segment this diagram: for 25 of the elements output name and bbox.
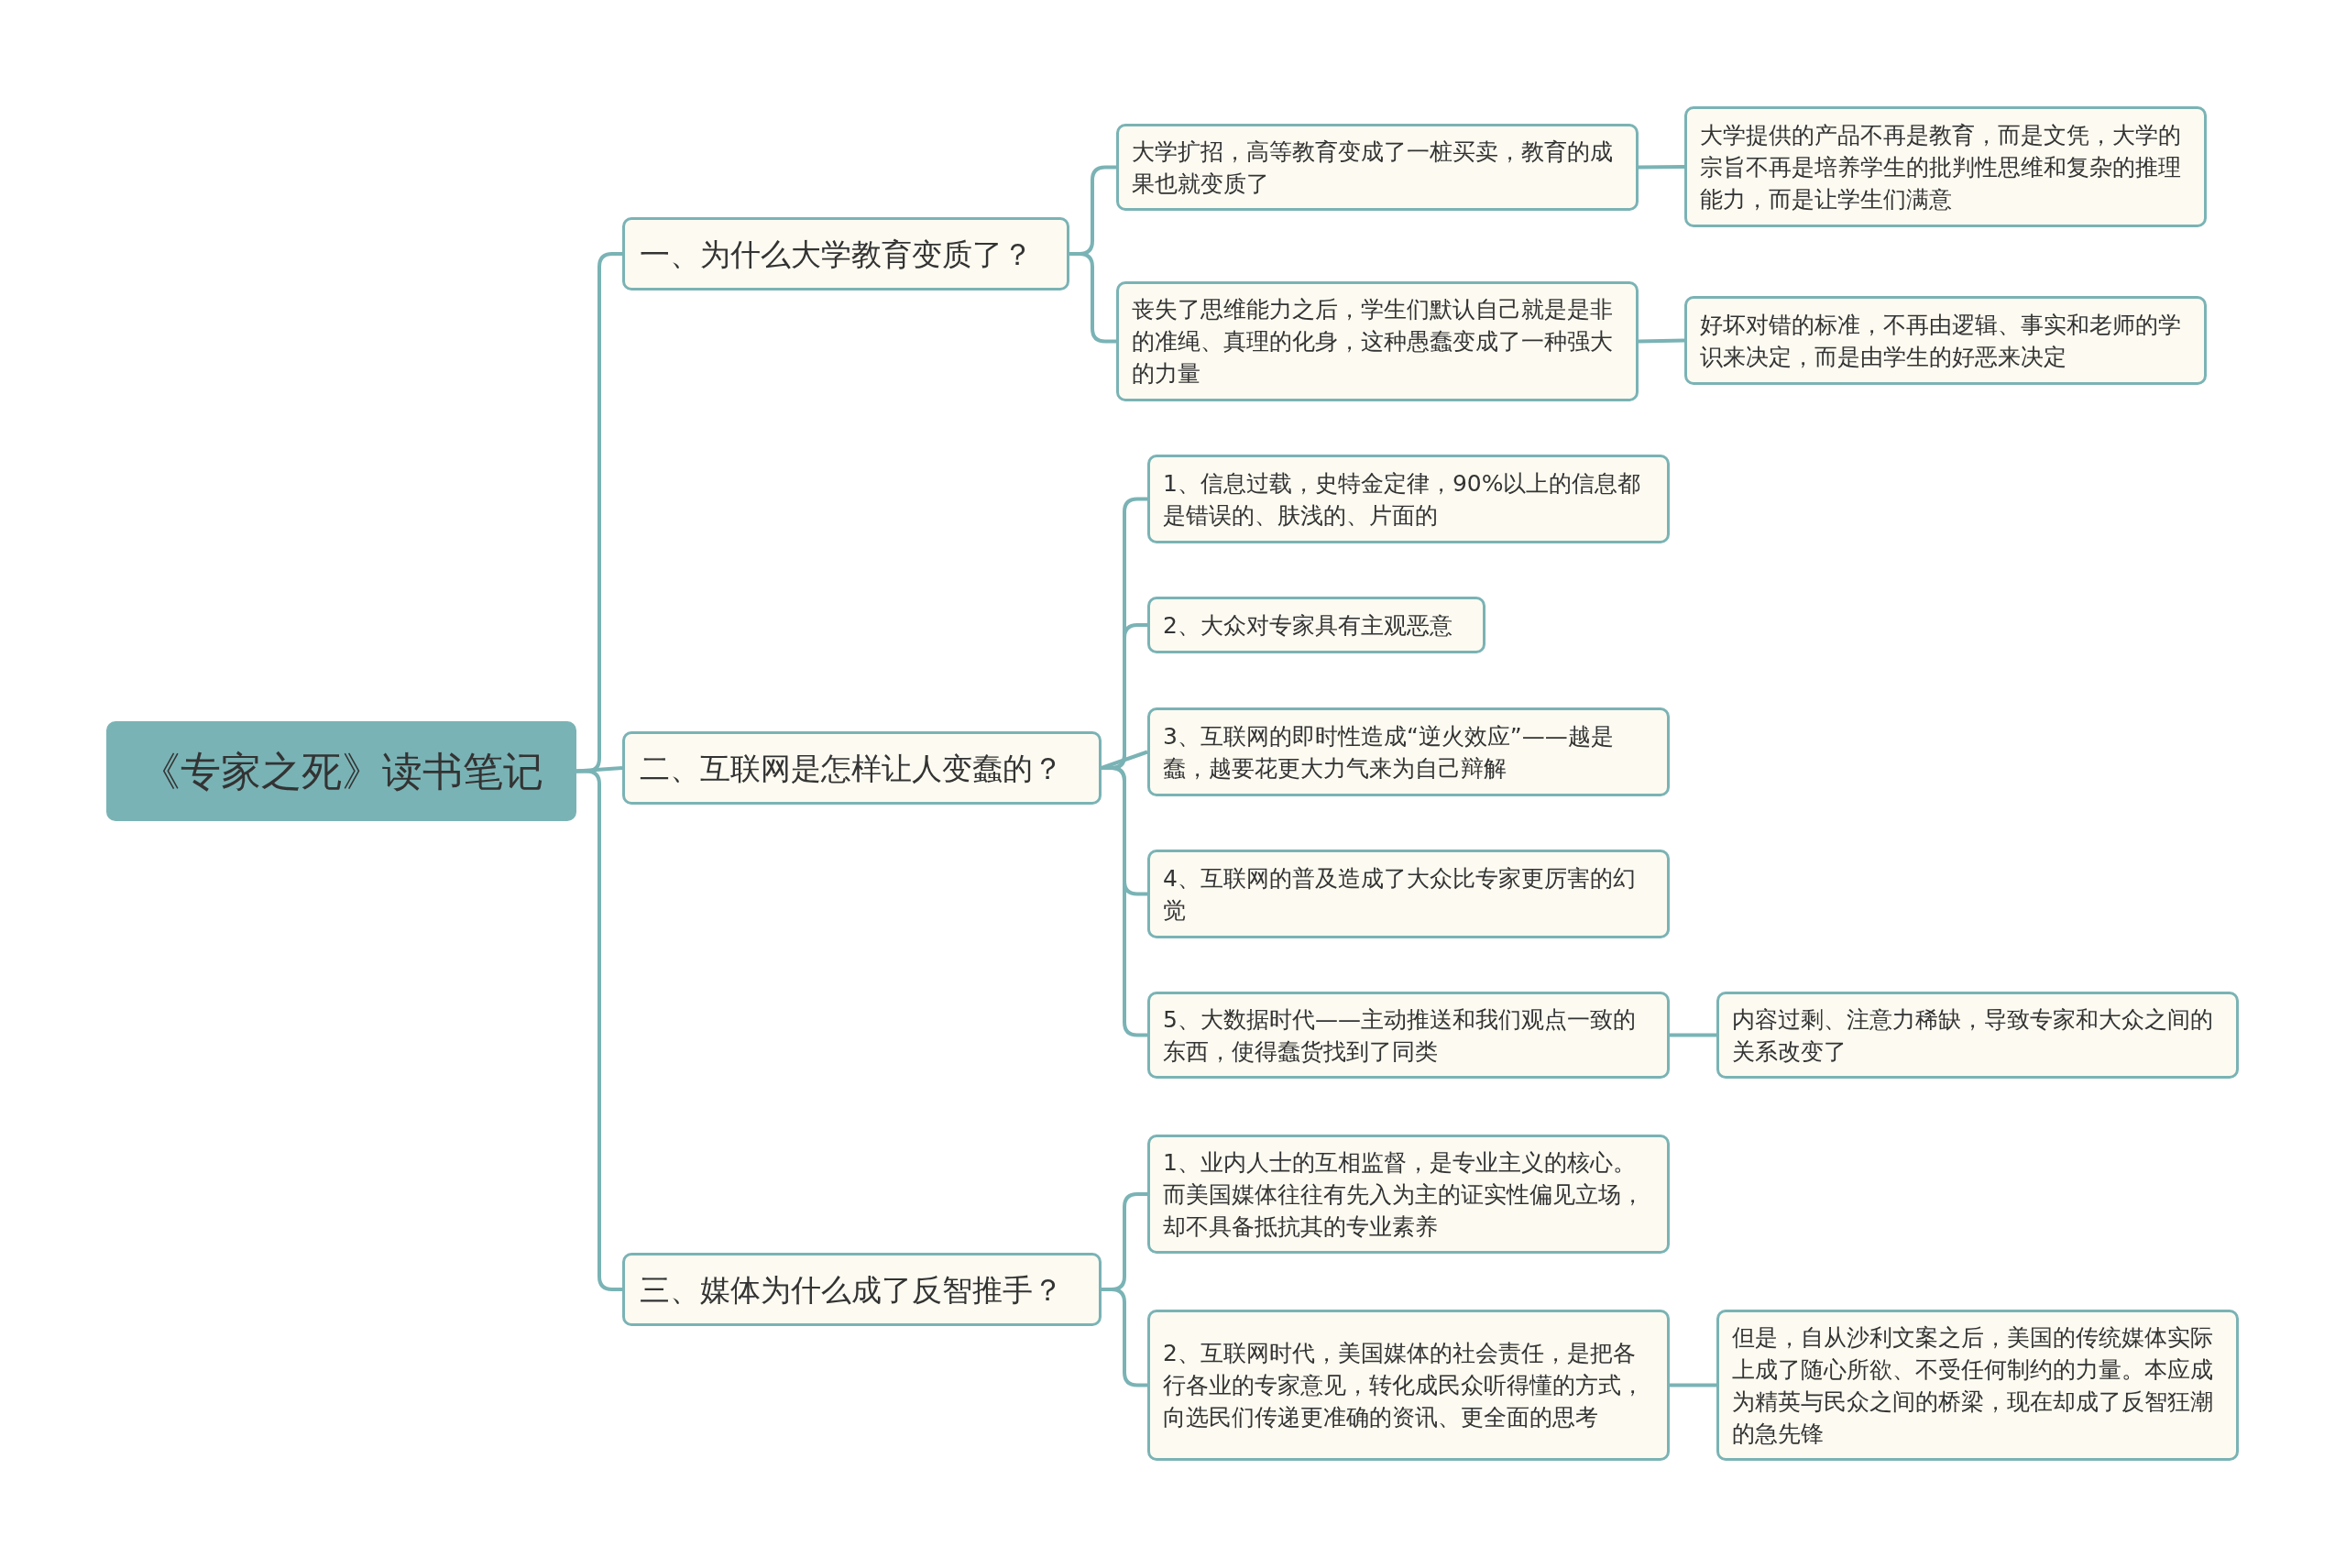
topic-box: 丧失了思维能力之后，学生们默认自己就是是非的准绳、真理的化身，这种愚蠢变成了一种强大的力量 [1116,281,1639,401]
topic-box: 2、大众对专家具有主观恶意 [1147,597,1485,653]
connector-line [1102,1288,1147,1387]
connector-line [1638,338,1685,344]
topic-box: 1、业内人士的互相监督，是专业主义的核心。而美国媒体往往有先入为主的证实性偏见立场，却不具备抵抗其的专业素养 [1147,1135,1670,1254]
connector-line [1069,252,1116,344]
topic-box: 4、互联网的普及造成了大众比专家更厉害的幻觉 [1147,850,1670,938]
topic-box: 但是，自从沙利文案之后，美国的传统媒体实际上成了随心所欲、不受任何制约的力量。本应成为精英与民众之间的桥梁，现在却成了反智狂潮的急先锋 [1716,1310,2239,1461]
connector-line [1670,1383,1716,1387]
topic-box: 一、为什么大学教育变质了？ [622,217,1069,291]
topic-box: 内容过剩、注意力稀缺，导致专家和大众之间的关系改变了 [1716,992,2239,1079]
connector-line [576,766,623,773]
topic-box: 好坏对错的标准，不再由逻辑、事实和老师的学识来决定，而是由学生的好恶来决定 [1684,296,2207,385]
topic-box: 大学提供的产品不再是教育，而是文凭，大学的宗旨不再是培养学生的批判性思维和复杂的推理能力，而是让学生们满意 [1684,106,2207,227]
topic-box: 大学扩招，高等教育变成了一桩买卖，教育的成果也就变质了 [1116,124,1639,211]
connector-line [1670,1033,1716,1037]
topic-box: 5、大数据时代——主动推送和我们观点一致的东西，使得蠢货找到了同类 [1147,992,1670,1079]
connector-line [1638,165,1685,170]
topic-box: 二、互联网是怎样让人变蠢的？ [622,731,1102,805]
topic-box: 1、信息过载，史特金定律，90%以上的信息都是错误的、肤浅的、片面的 [1147,455,1670,543]
topic-box: 2、互联网时代，美国媒体的社会责任，是把各行各业的专家意见，转化成民众听得懂的方式，向选民们传递更准确的资讯、更全面的思考 [1147,1310,1670,1461]
topic-box: 三、媒体为什么成了反智推手？ [622,1253,1102,1326]
connector-line [576,769,622,1291]
topic-box: 3、互联网的即时性造成“逆火效应”——越是蠢，越要花更大力气来为自己辩解 [1147,707,1670,796]
root-topic: 《专家之死》读书笔记 [106,721,576,821]
